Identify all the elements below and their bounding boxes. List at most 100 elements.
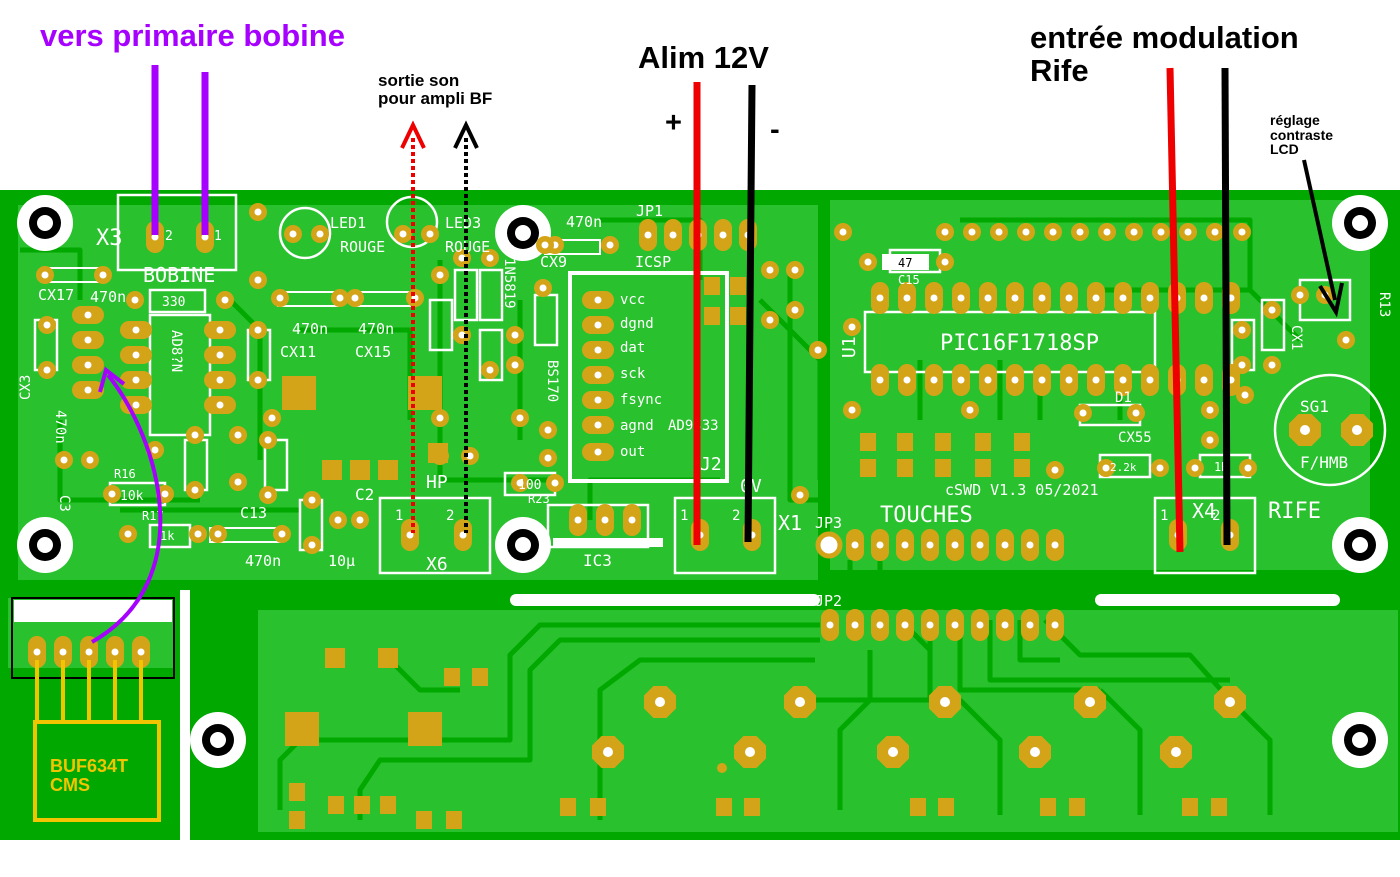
label-lcd-line2: contraste bbox=[1270, 126, 1334, 143]
silk-10u: 10µ bbox=[328, 552, 355, 570]
smd-pads bbox=[285, 277, 1227, 829]
silk-vcc: vcc bbox=[620, 292, 645, 308]
silk-u1: U1 bbox=[839, 336, 860, 358]
audio-arrow-red bbox=[400, 120, 426, 149]
silk-sg1: SG1 bbox=[1300, 397, 1329, 416]
buf-signal-arrow bbox=[98, 366, 126, 393]
label-modulation-line2: Rife bbox=[1030, 52, 1089, 88]
silk-dat: dat bbox=[620, 340, 645, 356]
label-audio-output: sortie son pour ampli BF bbox=[378, 72, 492, 108]
silk-470n-4: 470n bbox=[358, 320, 394, 338]
audio-arrow-black bbox=[453, 120, 479, 149]
lcd-pointer bbox=[1302, 159, 1337, 301]
silk-470n-2: 470n bbox=[90, 288, 126, 306]
silk-pin2-x6: 2 bbox=[446, 508, 454, 524]
mod-wire-positive bbox=[1166, 67, 1184, 553]
label-lcd-contrast: réglage contraste LCD bbox=[1270, 113, 1333, 157]
silk-c13: C13 bbox=[240, 504, 267, 522]
silk-agnd: agnd bbox=[620, 418, 654, 434]
silk-470n-6: 470n bbox=[52, 410, 68, 444]
silk-100: 100 bbox=[518, 478, 541, 493]
label-buf634-line2: CMS bbox=[50, 774, 90, 795]
silk-hp: HP bbox=[426, 472, 448, 493]
silk-x4: X4 bbox=[1192, 499, 1216, 523]
silk-j2: J2 bbox=[700, 454, 722, 475]
silk-pin1-x3: 1 bbox=[214, 229, 222, 244]
silk-led3: LED3 bbox=[445, 214, 481, 232]
silk-pin2-x3: 2 bbox=[165, 229, 173, 244]
silk-10k: 10k bbox=[120, 489, 144, 504]
silk-pin1-x1: 1 bbox=[680, 508, 688, 524]
silk-bobine: BOBINE bbox=[143, 263, 215, 287]
silk-cx1: CX1 bbox=[1288, 325, 1304, 350]
label-plus: + bbox=[665, 107, 682, 139]
label-audio-line2: pour ampli BF bbox=[378, 88, 493, 108]
silk-470n-3: 470n bbox=[292, 320, 328, 338]
label-minus: - bbox=[770, 114, 780, 146]
label-buf634-line1: BUF634T bbox=[50, 756, 129, 776]
slot-right bbox=[1095, 594, 1340, 606]
label-audio-line1: sortie son bbox=[378, 71, 460, 90]
buf-signal-curve bbox=[91, 373, 163, 644]
silk-ic1: AD8?N bbox=[168, 330, 184, 372]
buf634-box bbox=[33, 720, 161, 822]
silk-icsp: ICSP bbox=[635, 253, 671, 271]
silk-ic3: IC3 bbox=[583, 551, 612, 570]
board-slot bbox=[180, 592, 190, 842]
buf634-legs bbox=[35, 660, 143, 722]
silk-r23: R23 bbox=[528, 492, 550, 506]
silk-cx9: CX9 bbox=[540, 253, 567, 271]
silk-pin2-x1: 2 bbox=[732, 508, 740, 524]
silk-1k2: 1k bbox=[160, 529, 175, 543]
silk-r16: R16 bbox=[114, 467, 136, 481]
silk-c3: C3 bbox=[56, 495, 72, 512]
silk-cx17: CX17 bbox=[38, 286, 74, 304]
silk-x6: X6 bbox=[426, 554, 448, 575]
silk-330: 330 bbox=[162, 295, 185, 310]
slot-left bbox=[510, 594, 820, 606]
silk-rouge1: ROUGE bbox=[340, 238, 385, 256]
silk-out: out bbox=[620, 444, 645, 460]
silk-47: 47 bbox=[898, 256, 912, 270]
silk-c15: C15 bbox=[898, 273, 920, 287]
label-modulation-input: entrée modulation Rife bbox=[1030, 20, 1299, 88]
traces bbox=[20, 217, 1302, 820]
silk-pin1-x4: 1 bbox=[1160, 508, 1168, 524]
silk-pin1-x6: 1 bbox=[395, 508, 403, 524]
label-power-supply: Alim 12V bbox=[638, 40, 769, 75]
label-buf634: BUF634T CMS bbox=[50, 757, 128, 795]
silk-470n-5: 470n bbox=[245, 552, 281, 570]
label-coil-primary: vers primaire bobine bbox=[40, 18, 345, 53]
lcd-pointer-head bbox=[1318, 282, 1344, 318]
silk-ad9833: AD9833 bbox=[668, 418, 719, 434]
silk-cx15: CX15 bbox=[355, 343, 391, 361]
silk-touches: TOUCHES bbox=[880, 503, 973, 528]
silk-jp2: JP2 bbox=[815, 592, 842, 610]
silk-22k: 2.2k bbox=[1110, 461, 1137, 474]
ic3-silk-bar bbox=[553, 538, 663, 547]
mod-wire-negative bbox=[1221, 67, 1231, 546]
label-modulation-line1: entrée modulation bbox=[1030, 20, 1299, 55]
silk-cx55: CX55 bbox=[1118, 430, 1152, 446]
silk-bs170: BS170 bbox=[544, 360, 560, 402]
pads-middle bbox=[55, 291, 1239, 554]
silk-c2: C2 bbox=[355, 485, 374, 504]
silk-x3: X3 bbox=[96, 226, 123, 251]
silk-470n-1: 470n bbox=[566, 213, 602, 231]
silk-cx3: CX3 bbox=[18, 375, 34, 400]
silk-1n5819: 1N5819 bbox=[501, 258, 517, 309]
silk-jp1: JP1 bbox=[636, 202, 663, 220]
silk-pin2-x4: 2 bbox=[1212, 508, 1220, 524]
silk-cx11: CX11 bbox=[280, 343, 316, 361]
silk-fhmb: F/HMB bbox=[1300, 453, 1348, 472]
touch-pads bbox=[592, 686, 1246, 773]
silk-jp3: JP3 bbox=[815, 514, 842, 532]
touch-connectors bbox=[815, 529, 1064, 641]
silk-sck: sck bbox=[620, 366, 646, 382]
label-lcd-line1: réglage bbox=[1270, 112, 1320, 128]
label-lcd-line3: LCD bbox=[1270, 141, 1299, 158]
silk-r13: R13 bbox=[1376, 292, 1392, 317]
silk-d1: D1 bbox=[1115, 390, 1132, 406]
silk-dgnd: dgnd bbox=[620, 316, 654, 332]
